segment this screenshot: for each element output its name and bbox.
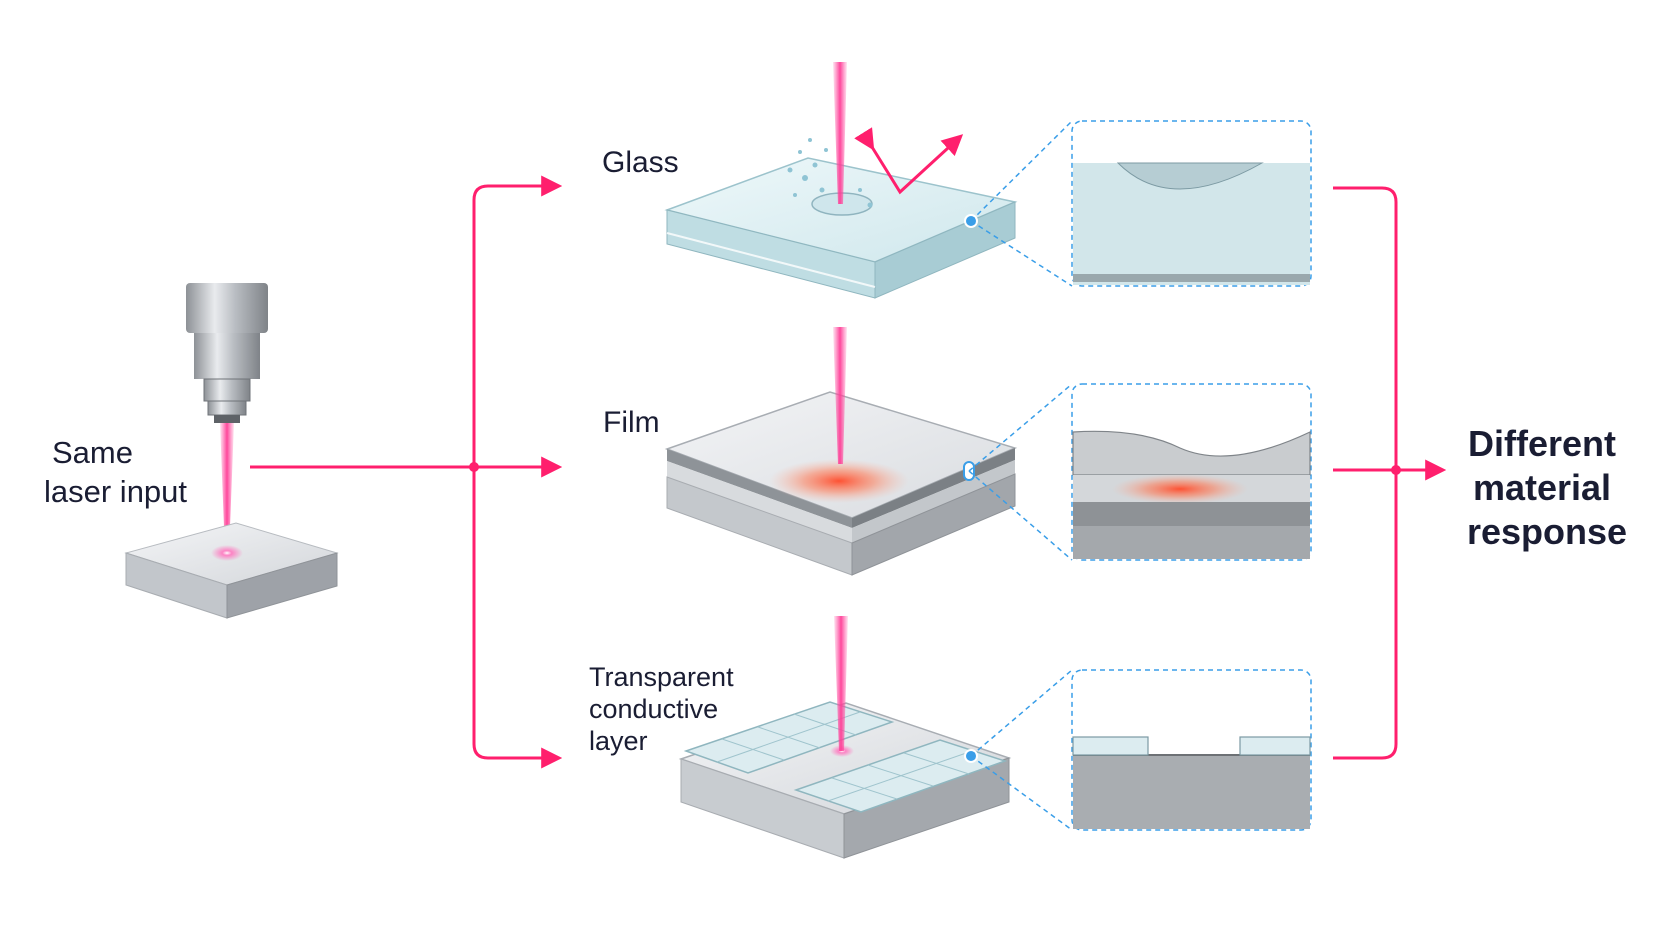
laser-beam-icon [220, 423, 234, 553]
input-label-line2: laser input [44, 474, 187, 509]
laser-spot [211, 545, 243, 561]
tcl-callout [970, 669, 1312, 831]
glass-sample [664, 62, 1018, 299]
reflection-arrow-icon [854, 127, 964, 195]
laser-head-icon [186, 283, 268, 423]
laser-beam-icon [834, 616, 848, 751]
glass-callout [970, 120, 1312, 287]
input-label: Same laser input [44, 435, 187, 509]
tcl-sample [678, 616, 1012, 859]
laser-beam-icon [833, 62, 847, 204]
material-label-glass: Glass [602, 146, 679, 179]
debris-particles [787, 138, 873, 208]
heat-spot-icon [769, 459, 909, 503]
input-label-line1: Same [52, 435, 133, 470]
material-label-tcl: Transparent conductive layer [589, 662, 741, 756]
laser-beam-icon [833, 327, 847, 464]
sample-block [124, 522, 339, 619]
merge-connector [1333, 186, 1447, 760]
film-sample [664, 327, 1018, 576]
split-connector [250, 175, 563, 769]
output-label: Different material response [1467, 423, 1627, 552]
film-callout [968, 383, 1312, 561]
material-label-film: Film [603, 406, 660, 439]
